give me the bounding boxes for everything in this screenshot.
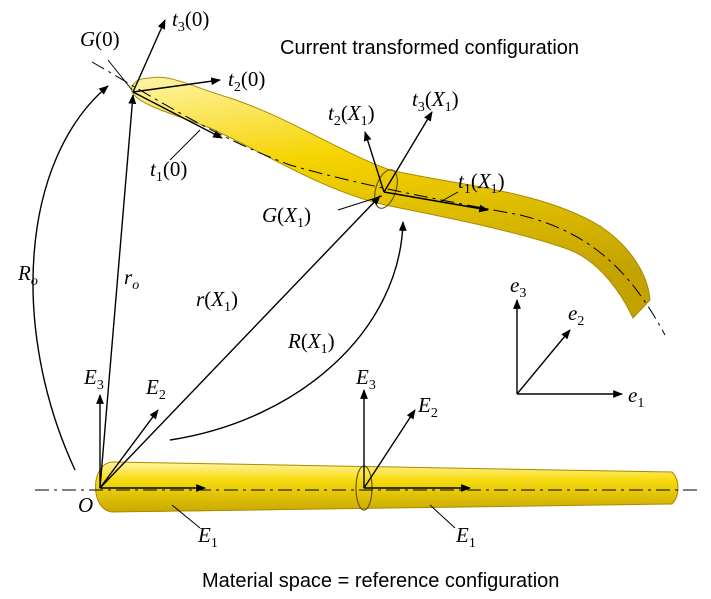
label-t2-X1: t2(X1) (328, 101, 375, 129)
label-r-X1: r(X1) (196, 287, 238, 315)
vector-r-X1 (99, 195, 381, 489)
vector-t3-X1 (383, 111, 433, 193)
vector-r-o (99, 94, 137, 489)
label-E1-origin: E1 (197, 523, 218, 551)
label-t3-0: t3(0) (172, 7, 209, 35)
vector-t2-0 (132, 77, 221, 93)
label-t2-0: t2(0) (228, 67, 265, 95)
leader-E1-origin (171, 504, 201, 529)
label-G-0: G(0) (80, 27, 120, 51)
vector-E2-x1 (363, 409, 416, 489)
caption-current-configuration: Current transformed configuration (280, 37, 579, 59)
leader-t1-0 (169, 129, 201, 161)
label-E2-origin: E2 (145, 375, 166, 403)
label-t1-0: t1(0) (150, 157, 187, 185)
leader-t1-X1 (439, 191, 459, 203)
label-G-X1: G(X1) (262, 203, 311, 231)
current-centerline (91, 61, 666, 336)
leader-E1-x1 (429, 504, 456, 529)
label-t1-X1: t1(X1) (458, 169, 505, 197)
caption-material-space: Material space = reference configuration (202, 570, 559, 592)
vector-e2 (516, 329, 571, 395)
label-O: O (78, 493, 93, 517)
arc-R-o (32, 85, 109, 471)
label-R-o: Ro (17, 261, 38, 289)
vector-E2-origin (99, 409, 159, 489)
leader-G-X1 (337, 195, 383, 211)
label-E3-x1: E3 (355, 365, 376, 393)
current-rod (131, 76, 651, 319)
reference-rod (95, 461, 679, 513)
label-E3-origin: E3 (83, 365, 104, 393)
current-rod-cross-section (374, 169, 398, 209)
label-r-o: ro (124, 265, 139, 293)
vector-t2-X1 (363, 131, 385, 193)
vector-t3-0 (132, 19, 166, 93)
leader-G0 (107, 59, 133, 91)
label-e2: e2 (568, 301, 584, 329)
label-E2-x1: E2 (417, 393, 438, 421)
label-e3: e3 (510, 273, 526, 301)
label-E1-x1: E1 (455, 523, 476, 551)
vector-t1-X1 (383, 191, 489, 213)
label-R-X1: R(X1) (287, 329, 335, 357)
vector-t1-0 (132, 91, 223, 139)
label-t3-X1: t3(X1) (412, 87, 459, 115)
label-e1: e1 (628, 383, 644, 411)
arc-R-X1 (169, 221, 407, 441)
